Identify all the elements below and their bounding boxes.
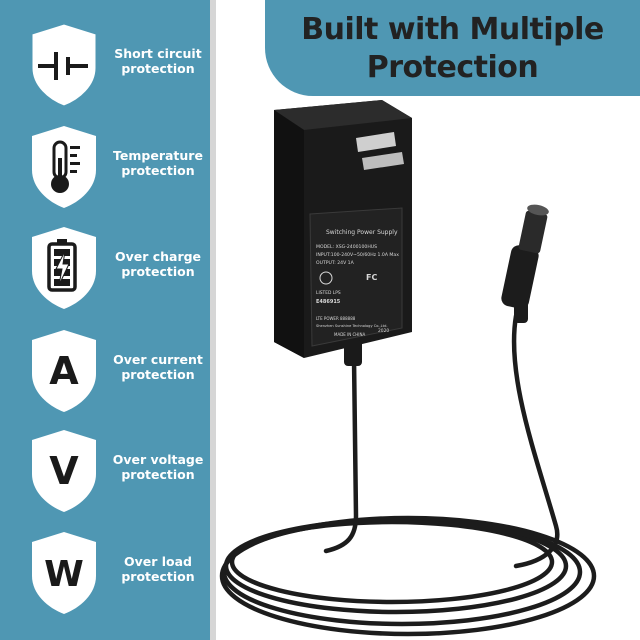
adapter-body: Switching Power Supply MODEL: XSG-240010…: [274, 100, 412, 366]
page-title-line1: Built with Multiple: [301, 12, 604, 47]
feature-over-current: A Over current protection: [0, 328, 210, 423]
feature-label-line2: protection: [121, 264, 195, 279]
feature-label: Over charge protection: [108, 249, 208, 279]
feature-label-line1: Short circuit: [114, 46, 202, 61]
feature-label-line1: Over charge: [114, 249, 202, 264]
label-code: 2020: [378, 328, 389, 334]
feature-label: Temperature protection: [108, 148, 208, 178]
short-circuit-icon: [28, 22, 100, 108]
letter-w-icon: W: [28, 530, 100, 616]
feature-label-line2: protection: [121, 61, 195, 76]
feature-temperature: Temperature protection: [0, 124, 210, 219]
glyph-a: A: [49, 349, 79, 393]
feature-over-charge: Over charge protection: [0, 225, 210, 320]
fcc-mark-icon: FC: [366, 273, 377, 282]
battery-charge-icon: [28, 225, 100, 311]
label-maker2: Shenzhen Sunshine Technology Co.,Ltd.: [316, 324, 388, 328]
label-file: E486915: [316, 299, 341, 305]
feature-label: Over current protection: [108, 352, 208, 382]
feature-label: Over load protection: [108, 554, 208, 584]
ul-mark-icon: [319, 271, 333, 285]
page-title-line2: Protection: [366, 50, 539, 85]
feature-label-line1: Over voltage: [112, 452, 204, 467]
label-input: INPUT:100-240V~50/60Hz 1.0A Max: [316, 252, 399, 258]
label-maker1: LTE POWER 888888: [316, 316, 356, 321]
label-made: MADE IN CHINA: [334, 332, 365, 337]
coiled-cable: [219, 313, 597, 637]
feature-label-line1: Over current: [113, 352, 203, 367]
feature-label: Short circuit protection: [108, 46, 208, 76]
feature-label-line2: protection: [121, 467, 195, 482]
glyph-v: V: [49, 449, 79, 493]
dc-connector: [501, 204, 549, 323]
letter-a-icon: A: [28, 328, 100, 414]
power-adapter-image: Switching Power Supply MODEL: XSG-240010…: [216, 96, 640, 640]
feature-label: Over voltage protection: [108, 452, 208, 482]
thermometer-icon: [28, 124, 100, 210]
label-listed: LISTED LPS: [316, 290, 341, 296]
feature-label-line2: protection: [121, 569, 195, 584]
feature-label-line1: Temperature: [113, 148, 203, 163]
sidebar-divider: [210, 0, 216, 640]
feature-label-line2: protection: [121, 367, 195, 382]
feature-label-line1: Over load: [123, 554, 193, 569]
letter-v-icon: V: [28, 428, 100, 514]
glyph-w: W: [44, 554, 84, 595]
feature-over-load: W Over load protection: [0, 530, 210, 625]
label-model: MODEL: XSG-2400100HUS: [316, 244, 377, 250]
feature-sidebar: [0, 0, 210, 640]
feature-label-line2: protection: [121, 163, 195, 178]
feature-short-circuit: Short circuit protection: [0, 22, 210, 117]
label-output: OUTPUT: 24V 1A: [316, 260, 355, 266]
feature-over-voltage: V Over voltage protection: [0, 428, 210, 523]
title-banner: Built with Multiple Protection: [255, 0, 640, 104]
label-heading: Switching Power Supply: [326, 229, 398, 236]
